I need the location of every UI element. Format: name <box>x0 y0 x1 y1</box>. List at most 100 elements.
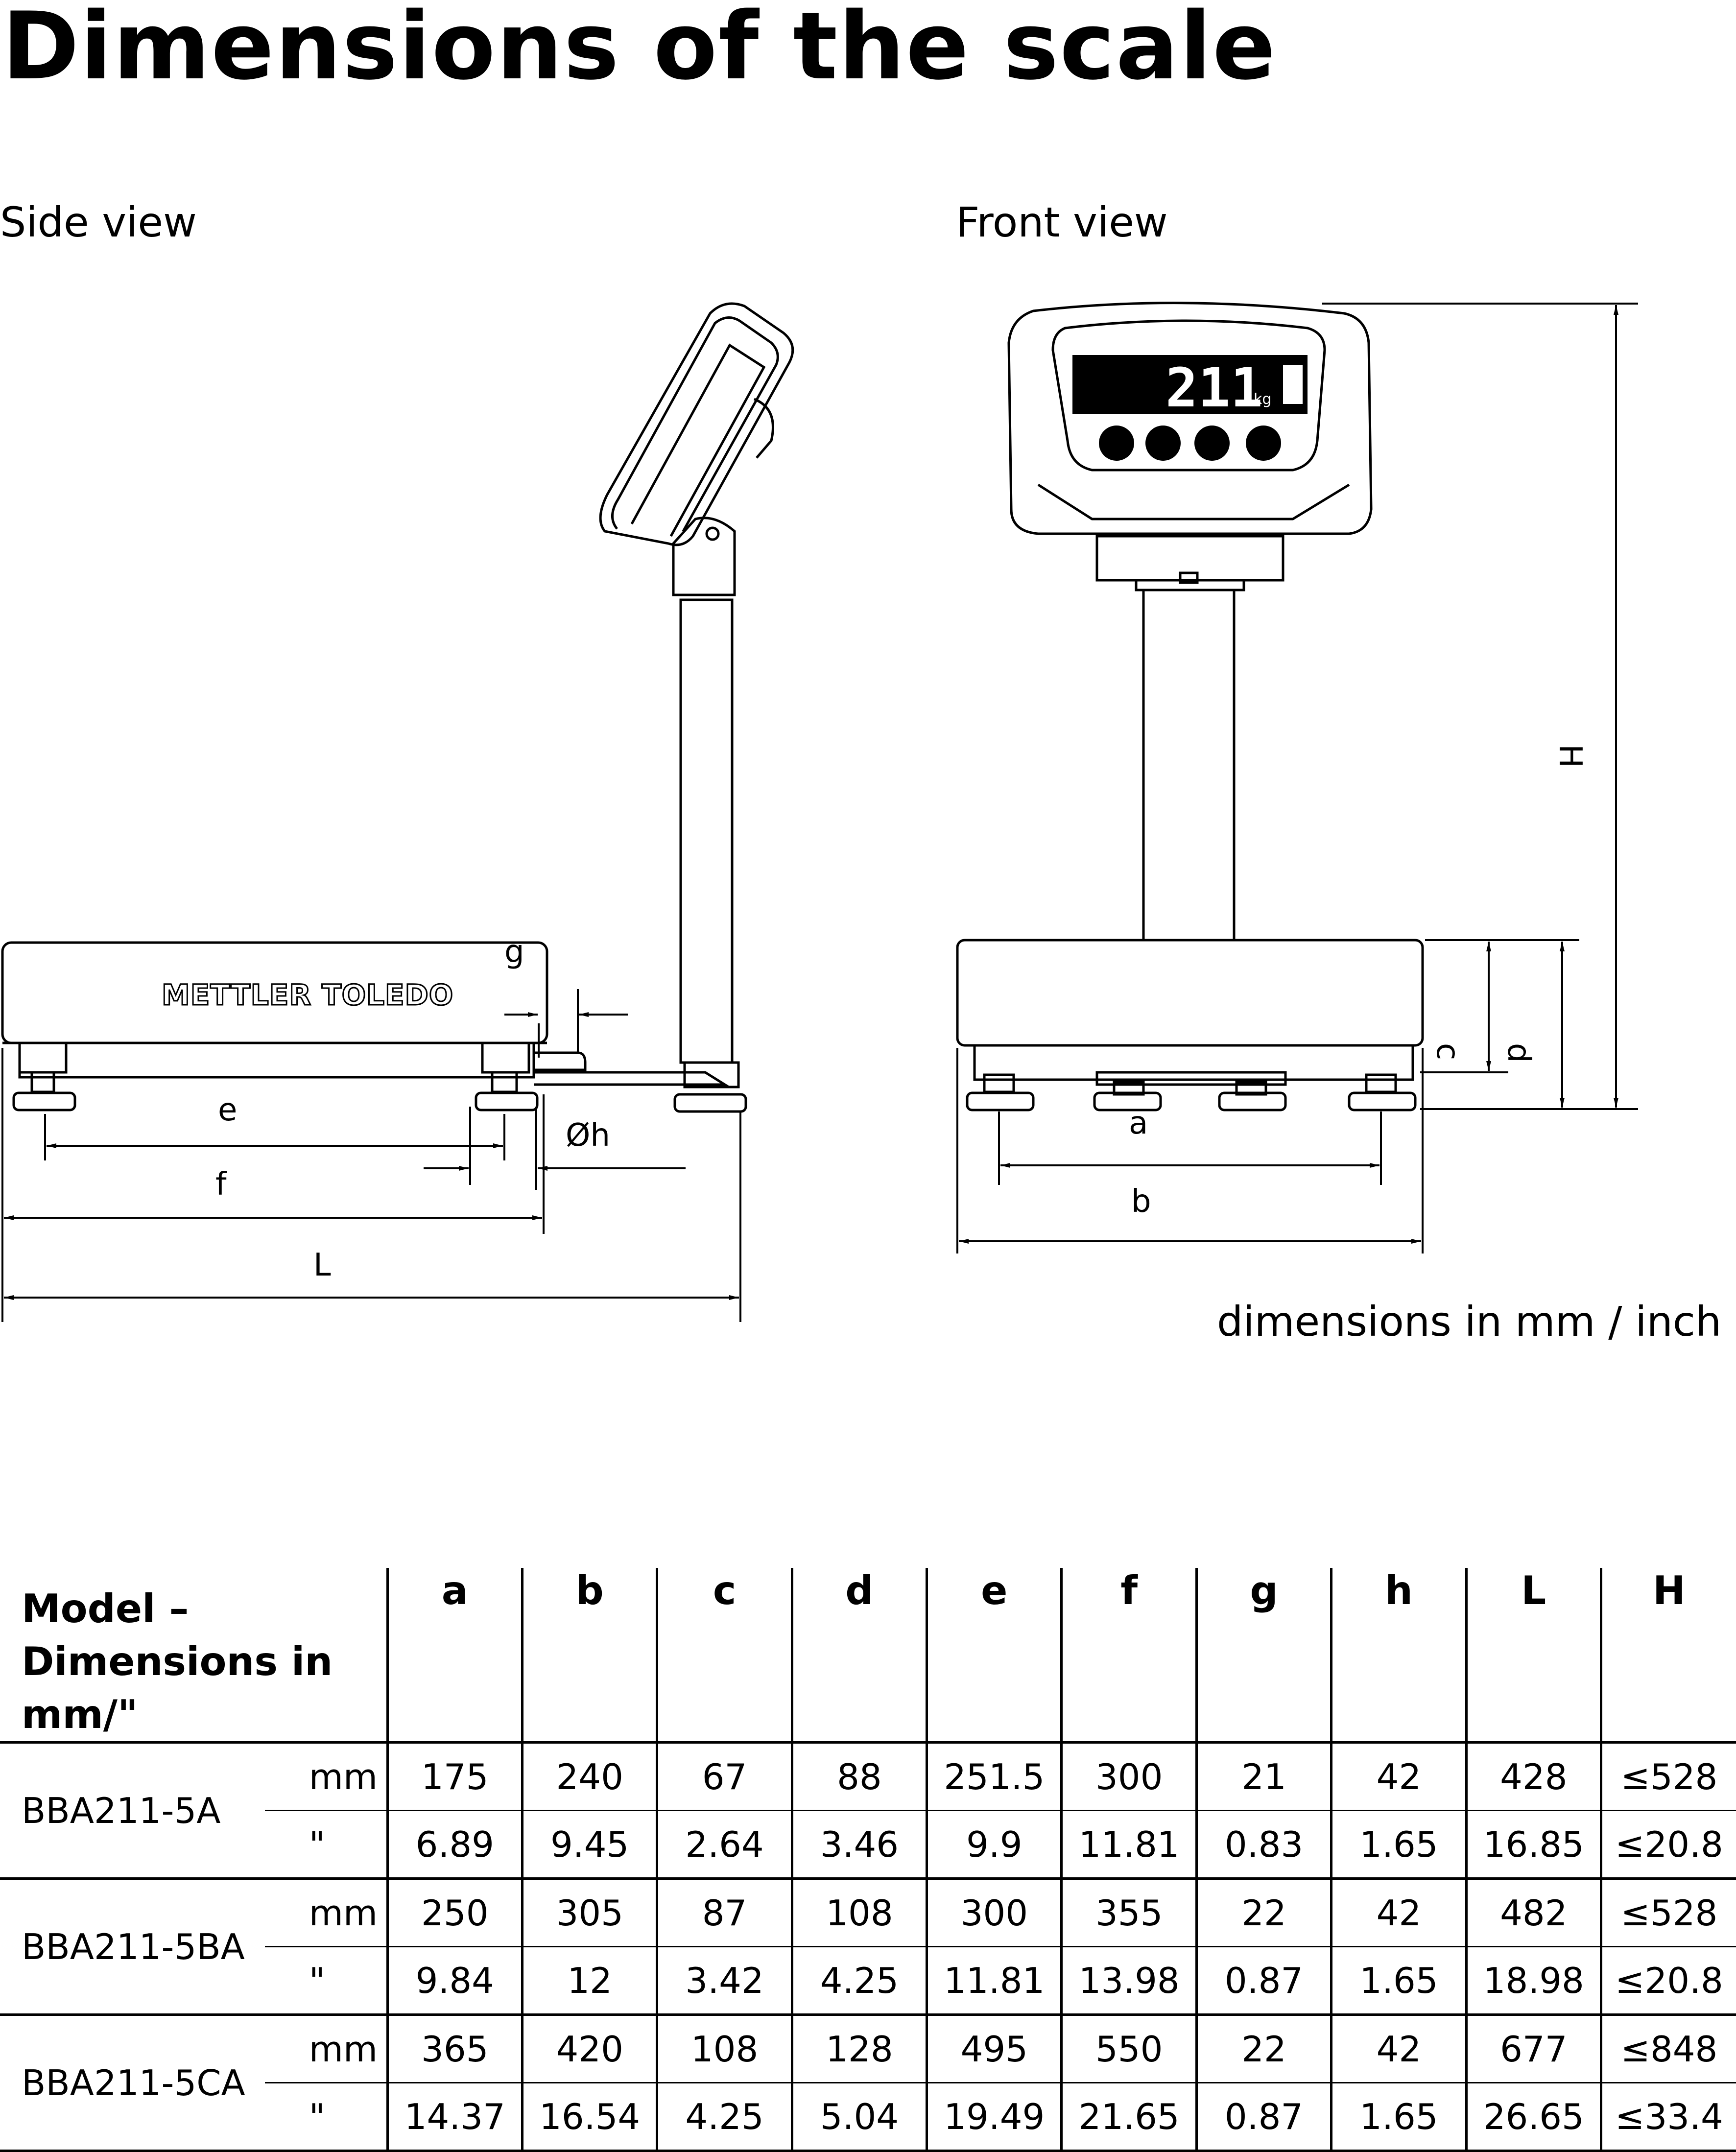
units-note: dimensions in mm / inch <box>1217 1298 1722 1346</box>
front-foot-4 <box>1348 1073 1417 1111</box>
side-view-label: Side view <box>0 198 197 246</box>
table-cell-mm: 300 <box>926 1878 1062 1947</box>
front-dimensions <box>956 303 1638 1253</box>
table-cell-mm: 428 <box>1465 1742 1601 1811</box>
table-cell-inch: 1.65 <box>1330 1810 1467 1880</box>
dim-label-g: g <box>504 934 524 970</box>
table-cell-inch: 1.65 <box>1330 2082 1467 2152</box>
dim-label-H: H <box>1552 744 1588 768</box>
table-cell-mm: 87 <box>656 1878 792 1947</box>
table-cell-mm: 250 <box>386 1878 523 1947</box>
dim-label-L: L <box>313 1247 331 1283</box>
side-logo: METTLER TOLEDO <box>162 978 453 1012</box>
front-platform <box>956 939 1424 1047</box>
header-col-d: d <box>790 1568 927 1743</box>
table-cell-inch: ≤20.8 <box>1599 1810 1736 1880</box>
header-col-a: a <box>386 1568 523 1743</box>
table-cell-mm: 22 <box>1195 1878 1332 1947</box>
table-cell-inch: 11.81 <box>1060 1810 1197 1880</box>
table-cell-inch: ≤20.8 <box>1599 1946 1736 2016</box>
dimensions-table: Model – Dimensions in mm/" a b c d e f g… <box>0 1568 1736 2152</box>
table-cell-inch: 0.87 <box>1195 1946 1332 2016</box>
front-terminal: 211 kg <box>1007 302 1373 591</box>
front-foot-1 <box>966 1073 1035 1111</box>
table-cell-inch: 12 <box>521 1946 657 2016</box>
table-cell-inch: 14.37 <box>386 2082 523 2152</box>
header-model: Model – Dimensions in mm/" <box>0 1568 387 1743</box>
header-col-g: g <box>1195 1568 1332 1743</box>
header-col-c: c <box>656 1568 792 1743</box>
unit-label-mm: mm <box>264 2014 388 2083</box>
header-model-line1: Model – <box>22 1586 189 1632</box>
front-column <box>1142 589 1236 942</box>
table-cell-mm: 420 <box>521 2014 657 2083</box>
table-cell-inch: ≤33.4 <box>1599 2082 1736 2152</box>
header-col-H: H <box>1599 1568 1736 1743</box>
front-dimension-labels: H d c a b <box>1129 744 1588 1220</box>
dim-label-a: a <box>1129 1105 1148 1141</box>
dim-label-h: Øh <box>566 1117 610 1154</box>
table-cell-inch: 3.42 <box>656 1946 792 2016</box>
front-view-label: Front view <box>956 198 1168 246</box>
header-col-e: e <box>926 1568 1062 1743</box>
table-cell-mm: 251.5 <box>926 1742 1062 1811</box>
table-cell-inch: 3.46 <box>790 1810 927 1880</box>
table-cell-inch: 9.84 <box>386 1946 523 2016</box>
table-cell-inch: 0.83 <box>1195 1810 1332 1880</box>
table-cell-mm: 300 <box>1060 1742 1197 1811</box>
table-cell-mm: ≤848 <box>1599 2014 1736 2083</box>
table-cell-inch: 21.65 <box>1060 2082 1197 2152</box>
table-cell-mm: ≤528 <box>1599 1742 1736 1811</box>
header-model-line2: Dimensions in mm/" <box>22 1639 333 1737</box>
header-col-L: L <box>1465 1568 1601 1743</box>
unit-label-mm: mm <box>264 1742 388 1811</box>
unit-label-inch: " <box>264 1946 388 2016</box>
side-dimensions <box>1 989 741 1322</box>
scale-dimension-drawing: METTLER TOLEDO <box>1 302 1638 1322</box>
table-cell-inch: 1.65 <box>1330 1946 1467 2016</box>
front-key-2 <box>1145 426 1181 461</box>
table-cell-inch: 19.49 <box>926 2082 1062 2152</box>
dim-label-d: d <box>1500 1043 1537 1063</box>
front-key-3 <box>1194 426 1230 461</box>
table-cell-inch: 9.9 <box>926 1810 1062 1880</box>
front-key-4 <box>1246 426 1281 461</box>
side-foot-left <box>12 1041 76 1111</box>
display-unit: kg <box>1254 391 1271 408</box>
table-cell-inch: 13.98 <box>1060 1946 1197 2016</box>
front-view-drawing: 211 kg <box>956 302 1424 1111</box>
front-foot-3 <box>1218 1081 1287 1111</box>
dim-label-c: c <box>1429 1043 1466 1060</box>
table-cell-mm: ≤528 <box>1599 1878 1736 1947</box>
model-name: BBA211-5CA <box>0 2014 265 2152</box>
dim-label-b: b <box>1131 1183 1151 1220</box>
table-cell-inch: 4.25 <box>656 2082 792 2152</box>
table-cell-mm: 355 <box>1060 1878 1197 1947</box>
unit-label-inch: " <box>264 1810 388 1880</box>
header-col-b: b <box>521 1568 657 1743</box>
table-cell-mm: 175 <box>386 1742 523 1811</box>
table-cell-mm: 42 <box>1330 1742 1467 1811</box>
side-view-drawing: METTLER TOLEDO <box>1 302 794 1113</box>
page-title: Dimensions of the scale <box>2 0 1277 100</box>
table-cell-inch: 16.54 <box>521 2082 657 2152</box>
table-cell-mm: 108 <box>790 1878 927 1947</box>
table-cell-mm: 42 <box>1330 1878 1467 1947</box>
side-dimension-labels: g e Øh f L <box>215 934 610 1283</box>
table-cell-mm: 495 <box>926 2014 1062 2083</box>
table-cell-mm: 22 <box>1195 2014 1332 2083</box>
table-cell-mm: 128 <box>790 2014 927 2083</box>
model-name: BBA211-5BA <box>0 1878 265 2016</box>
front-foot-2 <box>1093 1081 1162 1111</box>
unit-label-inch: " <box>264 2082 388 2152</box>
table-cell-inch: 4.25 <box>790 1946 927 2016</box>
table-cell-inch: 0.87 <box>1195 2082 1332 2152</box>
dim-label-f: f <box>215 1166 227 1203</box>
header-col-f: f <box>1060 1568 1197 1743</box>
dim-label-e: e <box>218 1092 237 1128</box>
table-cell-inch: 9.45 <box>521 1810 657 1880</box>
table-cell-mm: 67 <box>656 1742 792 1811</box>
